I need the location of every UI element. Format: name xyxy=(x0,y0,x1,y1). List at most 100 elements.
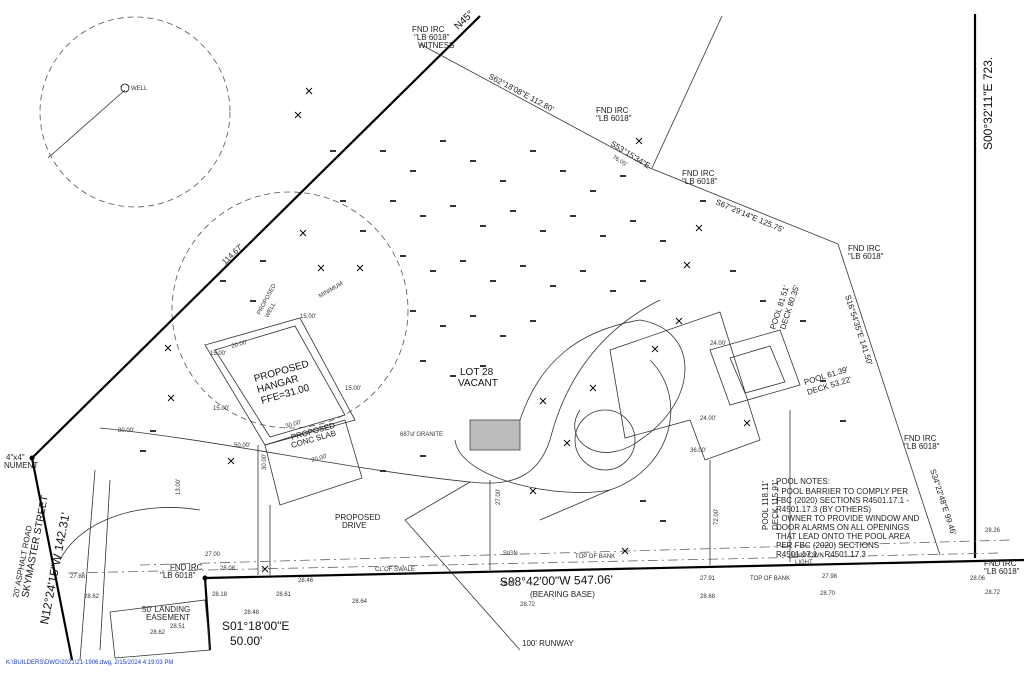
svg-text:"LB 6018": "LB 6018" xyxy=(414,33,450,42)
dim-36: 36.00' xyxy=(690,448,706,454)
drive-curve-inner xyxy=(519,319,686,453)
svg-text:28.46: 28.46 xyxy=(298,578,314,584)
north-bearing-label: N45° xyxy=(452,9,476,32)
svg-text:FND IRC: FND IRC xyxy=(984,559,1017,568)
monument-w-marker xyxy=(29,455,35,461)
svg-text:DOOR ALARMS ON ALL OPENINGS: DOOR ALARMS ON ALL OPENINGS xyxy=(776,523,909,532)
turnaround-circle xyxy=(574,409,636,471)
svg-text:28.72: 28.72 xyxy=(985,590,1001,596)
svg-text:R4501.17.1 - R4501.17.3: R4501.17.1 - R4501.17.3 xyxy=(776,550,866,559)
north-east-3-label: S67°29'14"E 125.75' xyxy=(714,198,785,235)
svg-text:* OWNER TO PROVIDE WINDOW AND: * OWNER TO PROVIDE WINDOW AND xyxy=(776,514,919,523)
west-frontage-line xyxy=(30,457,74,661)
cl-of-swale xyxy=(67,552,1001,574)
pool-c-label: POOL 118.11' xyxy=(761,481,770,530)
monument-sw-marker xyxy=(202,575,208,581)
svg-text:* POOL BARRIER TO COMPLY PER: * POOL BARRIER TO COMPLY PER xyxy=(776,487,908,496)
radius-line xyxy=(47,89,126,159)
svg-text:FND IRC: FND IRC xyxy=(596,106,629,115)
svg-text:28.68: 28.68 xyxy=(700,594,716,600)
top-of-bank-line xyxy=(139,539,1011,566)
svg-text:27.98: 27.98 xyxy=(822,574,838,580)
lot-name: LOT 28 xyxy=(460,367,494,378)
svg-text:"LB 6018": "LB 6018" xyxy=(848,252,884,261)
proposed-hangar xyxy=(204,317,356,446)
svg-text:R4501.17.3 (BY OTHERS): R4501.17.3 (BY OTHERS) xyxy=(776,505,871,514)
svg-text:28.62: 28.62 xyxy=(84,594,100,600)
landing-easement-2: EASEMENT xyxy=(146,613,190,622)
spot-elevations: 28.06 28.62 28.46 28.07 27.91 27.98 28.1… xyxy=(70,528,1001,636)
top-of-bank-label: TOP OF BANK xyxy=(575,554,615,560)
dim-30-b: 30.00' xyxy=(262,454,268,470)
pool-inner xyxy=(729,345,786,394)
landing-easement-1: 50' LANDING xyxy=(142,605,190,614)
svg-text:FND IRC: FND IRC xyxy=(412,25,445,34)
hangar-inner xyxy=(214,325,346,438)
monument-ne-2: FND IRC "LB 6018" xyxy=(682,169,718,186)
proposed-residence xyxy=(609,311,761,461)
cl-of-swale-label: CL OF SWALE xyxy=(375,567,415,573)
small-dist-label: 50.00' xyxy=(230,634,262,648)
proposed-drive xyxy=(99,299,661,484)
granite-pad xyxy=(469,419,521,451)
east-bearing-label: S16°54'35"E 141.50' xyxy=(843,294,874,367)
monument-ne-1: FND IRC "LB 6018" xyxy=(596,106,632,123)
easement-line-2 xyxy=(99,479,111,651)
well-radius-circle xyxy=(39,16,231,208)
south-bearing-label: S88°42'00"W 547.06' xyxy=(500,572,613,589)
svg-text:FND IRC: FND IRC xyxy=(682,169,715,178)
landing-easement xyxy=(109,599,211,659)
easement-line-1 xyxy=(79,469,96,661)
dim-20-a: 20.00' xyxy=(231,340,248,350)
svg-text:27.00: 27.00 xyxy=(205,552,221,558)
dim-72: 72.00' xyxy=(714,509,720,525)
svg-text:POOL NOTES:: POOL NOTES: xyxy=(776,477,830,486)
runway-label: 100' RUNWAY xyxy=(522,639,574,648)
monument-ne-3: FND IRC "LB 6018" xyxy=(848,244,884,261)
pool-c-deck: DECK 115.91' xyxy=(771,480,780,530)
svg-text:28.26: 28.26 xyxy=(985,528,1001,534)
drive-label-2: DRIVE xyxy=(342,521,366,530)
north-east-boundary xyxy=(419,43,941,556)
well-marker xyxy=(120,83,130,93)
proposed-well-radius xyxy=(171,191,409,429)
svg-text:28.48: 28.48 xyxy=(244,610,260,616)
svg-text:FBC (2020) SECTIONS R4501.17.1: FBC (2020) SECTIONS R4501.17.1 - xyxy=(776,496,909,505)
file-path-footer: K:\BUILDERS\DWG\2021\21-1906.dwg, 2/15/2… xyxy=(6,660,174,666)
dim-15-d: 15.00' xyxy=(213,406,229,412)
monument-e: FND IRC "LB 6018" xyxy=(904,434,940,451)
sign-label: SIGN xyxy=(503,551,518,557)
lot-status: VACANT xyxy=(458,378,498,389)
svg-text:WITNESS: WITNESS xyxy=(418,41,454,50)
svg-text:28.08: 28.08 xyxy=(220,566,236,572)
svg-text:FND IRC: FND IRC xyxy=(848,244,881,253)
svg-text:27.88: 27.88 xyxy=(70,574,86,580)
dim-13: 13.00' xyxy=(176,479,182,495)
svg-text:28.64: 28.64 xyxy=(352,599,368,605)
dim-20-b: 20.00' xyxy=(311,454,328,464)
pool-notes: POOL NOTES: * POOL BARRIER TO COMPLY PER… xyxy=(776,477,919,559)
svg-text:"LB 6018": "LB 6018" xyxy=(682,177,718,186)
small-bearing-label: S01°18'00"E xyxy=(222,619,289,633)
south-boundary xyxy=(204,558,1024,580)
dim-114-67: 114.67' xyxy=(220,242,245,266)
trees xyxy=(164,87,751,573)
west-boundary xyxy=(31,15,481,459)
svg-text:28.72: 28.72 xyxy=(520,602,536,608)
svg-text:28.70: 28.70 xyxy=(820,591,836,597)
monument-sw: FND IRC "LB 6018" xyxy=(160,563,203,580)
monument-se: FND IRC "LB 6018" xyxy=(984,559,1020,576)
dim-15-b: 15.00' xyxy=(300,314,316,320)
proposed-conc-slab xyxy=(264,419,363,506)
well-label: WELL xyxy=(131,86,148,92)
minimum-label: MINIMUM xyxy=(318,281,344,300)
dim-27: 27.00' xyxy=(496,489,502,505)
bearing-base-label: (BEARING BASE) xyxy=(530,590,595,599)
pool-area xyxy=(709,329,801,406)
svg-text:27.91: 27.91 xyxy=(700,576,716,582)
svg-text:28.61: 28.61 xyxy=(276,592,292,598)
unknown-light-1: UNKNOWN xyxy=(792,553,824,559)
svg-text:28.51: 28.51 xyxy=(170,624,186,630)
dim-80: 80.00' xyxy=(118,428,134,434)
north-east-bearing-label: S62°18'08"E 112.80' xyxy=(487,72,556,114)
